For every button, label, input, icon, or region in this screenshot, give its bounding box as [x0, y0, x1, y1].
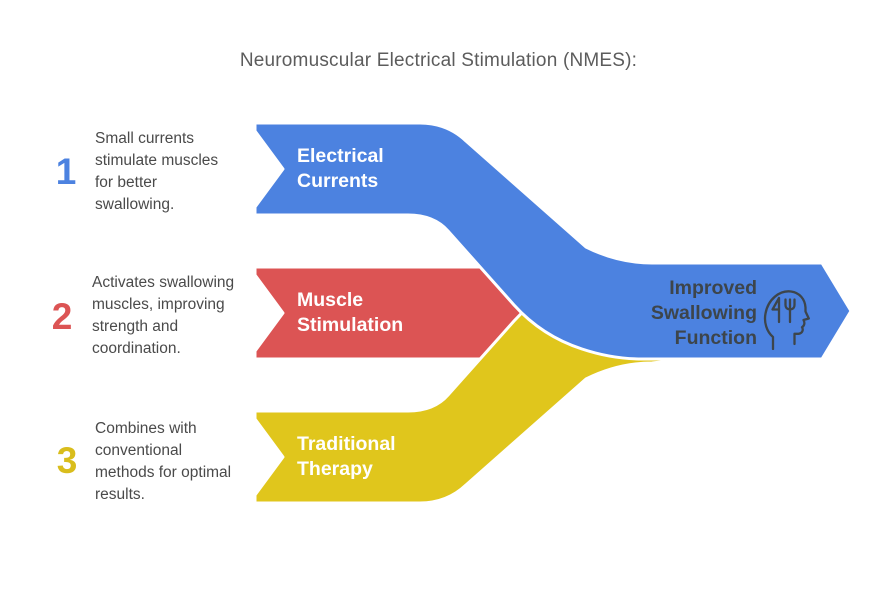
- electrical-currents-result-arrow-shape: [253, 121, 853, 361]
- step-1-band-label: Electrical Currents: [297, 145, 384, 192]
- step-2-number: 2: [51, 296, 73, 337]
- step-2-band-label: Muscle Stimulation: [297, 289, 404, 336]
- step-1-number: 1: [55, 151, 77, 192]
- step-2-description: Activates swallowing muscles, improving …: [92, 274, 235, 357]
- page-title: Neuromuscular Electrical Stimulation (NM…: [239, 50, 638, 71]
- head-with-fork-icon: [763, 290, 810, 350]
- step-3-description: Combines with conventional methods for o…: [95, 420, 232, 503]
- result-label: Improved Swallowing Function: [650, 277, 757, 349]
- step-1-description: Small currents stimulate muscles for bet…: [95, 130, 219, 213]
- step-3-number: 3: [56, 440, 78, 481]
- step-3-band-label: Traditional Therapy: [297, 433, 396, 480]
